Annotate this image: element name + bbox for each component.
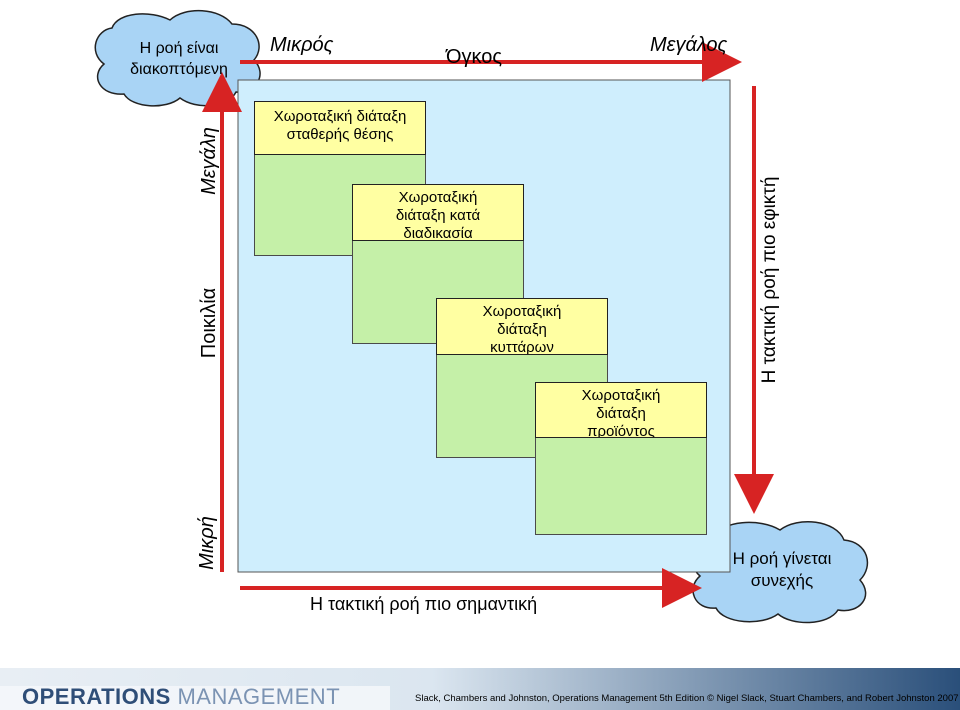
process-layout-line-3: διαδικασία <box>353 225 523 241</box>
process-layout-line-2: διάταξη κατά <box>353 207 523 225</box>
fixed-position-layout-line-1: Χωροταξική διάταξη <box>255 108 425 126</box>
regular-flow-feasible-label: Η τακτική ροή πιο εφικτή <box>759 165 783 395</box>
fixed-position-layout-title: Χωροταξική διάταξη σταθερής θέσης <box>254 101 426 155</box>
footer-logo-light: MANAGEMENT <box>177 684 340 709</box>
regular-flow-important-label: Η τακτική ροή πιο σημαντική <box>310 594 537 615</box>
cloud-intermittent-line-2: διακοπτόμενη <box>104 59 254 80</box>
footer-logo-bold: OPERATIONS <box>22 684 171 709</box>
volume-high-label: Μεγάλος <box>650 34 727 57</box>
product-layout-line-3: προϊόντος <box>536 423 706 438</box>
process-layout-title: Χωροταξική διάταξη κατά διαδικασία <box>352 184 524 241</box>
cloud-continuous-line-2: συνεχής <box>702 570 862 592</box>
cell-layout-title: Χωροταξική διάταξη κυττάρων <box>436 298 608 355</box>
fixed-position-layout-line-2: σταθερής θέσης <box>255 126 425 144</box>
variety-low-label: Μικρή <box>196 506 222 580</box>
product-layout-line-1: Χωροταξική <box>536 387 706 405</box>
cloud-intermittent-line-1: Η ροή είναι <box>104 38 254 59</box>
cloud-intermittent-text: Η ροή είναι διακοπτόμενη <box>104 38 254 80</box>
product-layout-line-2: διάταξη <box>536 405 706 423</box>
cell-layout-line-1: Χωροταξική <box>437 303 607 321</box>
cell-layout-line-3: κυττάρων <box>437 339 607 355</box>
variety-axis-title: Ποικιλία <box>198 278 224 368</box>
variety-high-label: Μεγάλη <box>198 126 224 196</box>
product-layout-body <box>535 437 707 535</box>
process-layout-line-1: Χωροταξική <box>353 189 523 207</box>
footer-credit: Slack, Chambers and Johnston, Operations… <box>415 693 959 704</box>
cloud-continuous-line-1: Η ροή γίνεται <box>702 548 862 570</box>
volume-low-label: Μικρός <box>270 34 333 57</box>
footer-logo: OPERATIONS MANAGEMENT <box>22 684 340 710</box>
cloud-continuous-text: Η ροή γίνεται συνεχής <box>702 548 862 592</box>
product-layout-title: Χωροταξική διάταξη προϊόντος <box>535 382 707 438</box>
volume-axis-title: Όγκος <box>446 46 502 69</box>
cell-layout-line-2: διάταξη <box>437 321 607 339</box>
